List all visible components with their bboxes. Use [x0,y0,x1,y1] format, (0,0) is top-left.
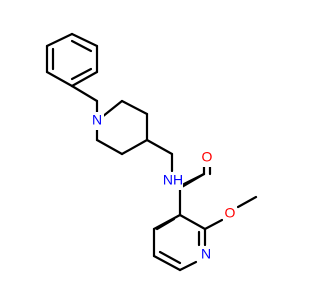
carbonyl-oxygen-label: O [202,149,213,165]
aromatic-inner-bond [158,250,182,265]
bond [70,70,99,88]
bond [145,138,174,156]
atom-label-o-carbonyl: O [200,149,214,167]
bond [70,84,99,103]
bond [70,32,99,48]
benzene-ring [45,32,99,88]
bond [178,213,207,231]
molecule-structure: N NH O O N [45,32,258,272]
bond [45,32,74,48]
bond [203,218,224,231]
bond [178,260,198,272]
pyridine-ring [152,186,207,272]
amide-nh-label: NH [163,172,183,188]
bond [120,138,149,156]
atom-label-n1: N [90,112,104,130]
bond [45,70,74,88]
bond [236,195,258,209]
methoxy-fragment [203,195,258,231]
aromatic-inner-bond [70,39,93,53]
piperidine-fragment [70,84,174,156]
atom-label-background [223,205,237,223]
atom-label-background [200,149,214,167]
aromatic-inner-bond [70,67,93,81]
bond [95,138,124,156]
piperidine-nitrogen-label: N [92,112,102,128]
bond [178,172,206,190]
atom-label-background [90,112,104,130]
bond [120,99,149,116]
aromatic-inner-bond [155,217,176,231]
methoxy-oxygen-label: O [225,205,236,221]
structure-canvas: N NH O O N [45,32,258,272]
bond [152,254,182,272]
atom-label-background [199,246,213,264]
atom-label-n-pyridine: N [199,246,213,264]
atom-label-background [163,172,183,190]
atom-label-o-methoxy: O [223,205,237,223]
atom-label-nh: NH [163,172,183,190]
pyridine-nitrogen-label: N [201,246,211,262]
